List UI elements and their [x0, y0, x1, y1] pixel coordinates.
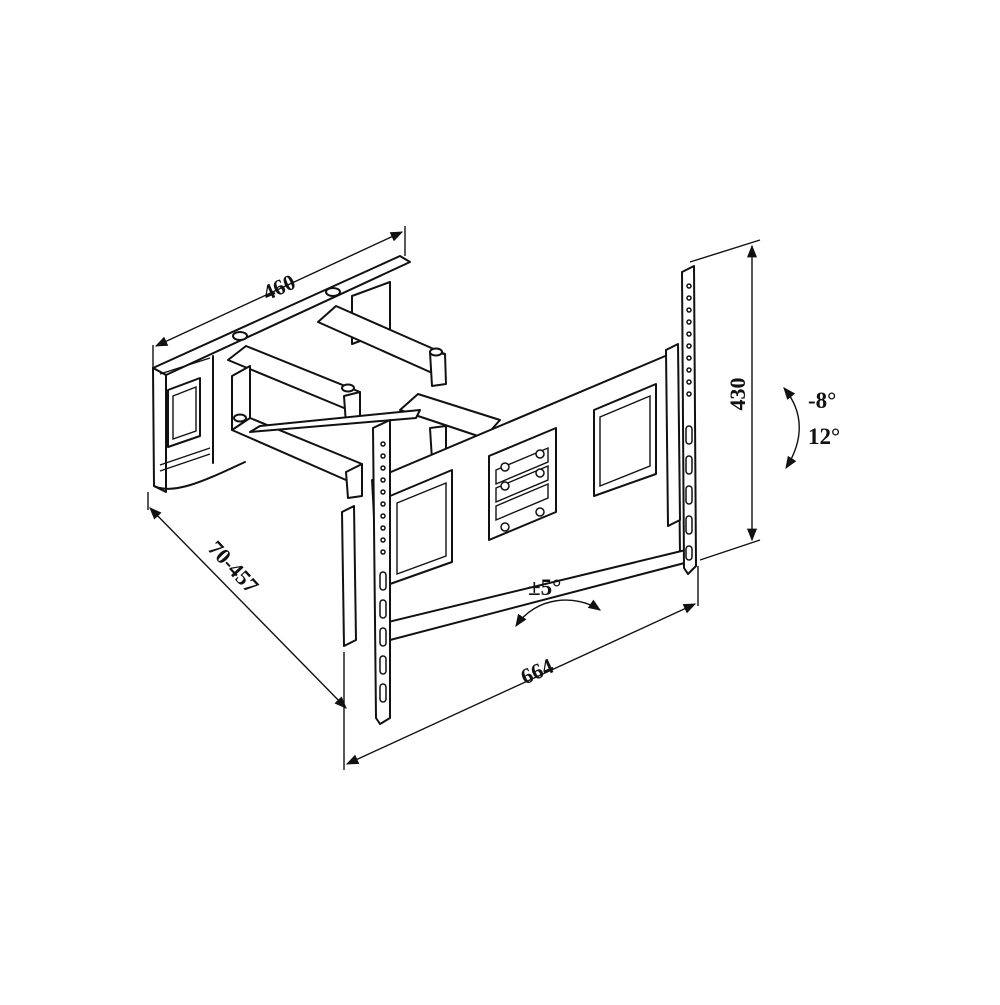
left-bracket-holes [379, 441, 387, 703]
dimension-460-label: 460 [259, 269, 299, 305]
right-bracket-holes [685, 283, 693, 561]
swivel-arrow-icon [515, 599, 602, 628]
adapter-bolt-icon [500, 449, 545, 532]
tilt-arrow-icon [783, 387, 800, 470]
dimension-430-label: 430 [725, 378, 750, 411]
swivel-angle-label: ±5° [528, 575, 561, 600]
articulating-arms [227, 305, 501, 499]
tilt-down-angle-label: 12° [808, 424, 840, 449]
dimension-lines [147, 226, 761, 770]
dimension-70-457-label: 70-457 [203, 536, 264, 599]
tilt-up-angle-label: -8° [808, 388, 836, 413]
